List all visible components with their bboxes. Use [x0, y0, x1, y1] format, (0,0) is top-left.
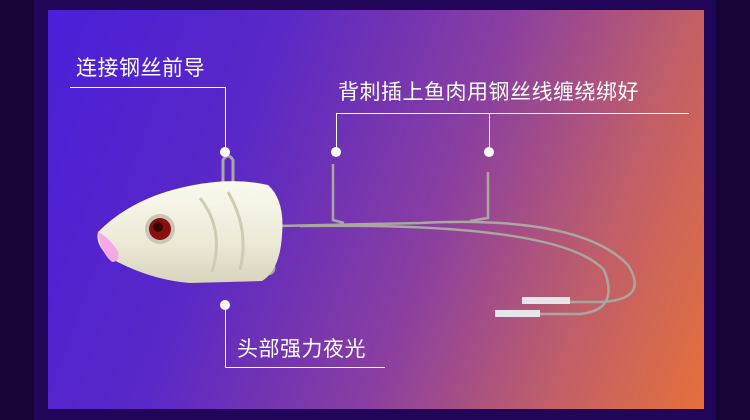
callout-line [489, 113, 490, 152]
wire-hook [221, 154, 636, 316]
head-contour [198, 191, 245, 273]
callout-dot [331, 147, 341, 157]
label-back-spike: 背刺插上鱼肉用钢丝线缠绕绑好 [338, 80, 639, 104]
callout-dot [220, 147, 230, 157]
eye-pupil [153, 222, 163, 232]
callout-line [70, 87, 226, 88]
callout-dot [484, 147, 494, 157]
hook-sleeve [495, 310, 540, 317]
lure-nose [98, 232, 119, 262]
callout-line [225, 367, 385, 368]
callout-line [225, 87, 226, 152]
label-head-glow: 头部强力夜光 [237, 337, 366, 361]
callout-line [336, 113, 337, 152]
callout-line [336, 113, 689, 114]
hook-sleeve [522, 297, 570, 304]
callout-line [225, 305, 226, 368]
label-connect-wire: 连接钢丝前导 [76, 56, 205, 80]
lure-head [97, 181, 283, 283]
